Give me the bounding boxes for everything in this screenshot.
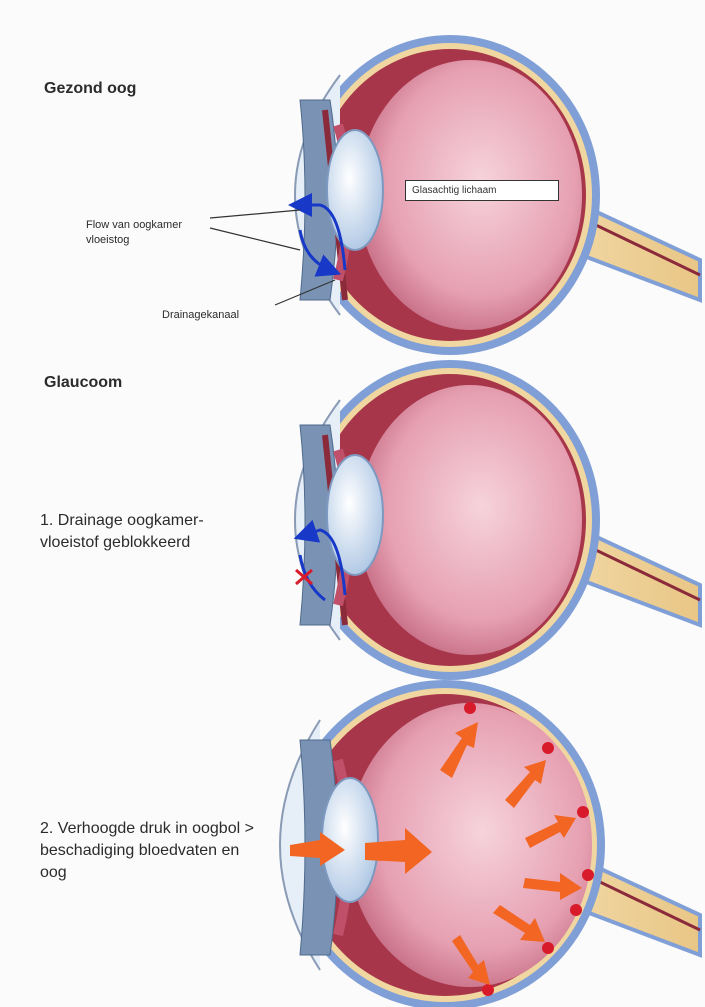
glaucoma-title: Glaucoom [44, 374, 122, 392]
step1-label: 1. Drainage oogkamer- vloeistof geblokke… [40, 510, 250, 554]
drain-label: Drainagekanaal [162, 308, 239, 323]
healthy-title: Gezond oog [44, 80, 136, 98]
lens [327, 130, 383, 250]
vitreous-label: Glasachtig lichaam [405, 180, 559, 201]
flow-label: Flow van oogkamer vloeistog [86, 218, 211, 248]
glaucoma-eye [295, 360, 700, 680]
step2-label: 2. Verhoogde druk in oogbol > beschadigi… [40, 818, 260, 884]
pressure-eye [280, 680, 700, 1007]
